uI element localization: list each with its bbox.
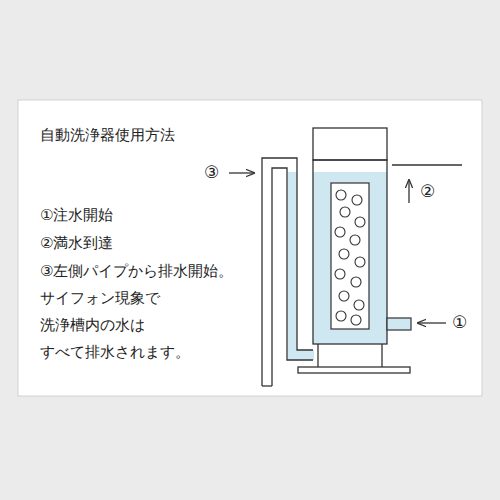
- siphon-water: [288, 172, 297, 360]
- basket-hole: [339, 249, 349, 259]
- stand-leg: [317, 344, 318, 367]
- siphon-pipe-inner: [272, 168, 313, 386]
- basket-hole: [336, 190, 346, 200]
- basket-hole: [355, 257, 365, 267]
- basket-hole: [336, 311, 346, 321]
- siphon-outlet: [262, 385, 272, 386]
- step-text: ①注水開始: [40, 202, 113, 229]
- basket: [331, 183, 369, 329]
- callout-number: ③: [204, 159, 219, 186]
- vessel-body: [313, 160, 387, 344]
- basket-hole: [352, 195, 362, 205]
- inlet-pipe: [387, 318, 411, 330]
- card: [18, 100, 482, 396]
- basket-hole: [354, 300, 364, 310]
- basket-hole: [335, 269, 345, 279]
- basket-hole: [335, 227, 345, 237]
- title: 自動洗浄器使用方法: [40, 122, 175, 149]
- basket-hole: [351, 277, 361, 287]
- arrow: [408, 180, 409, 203]
- callout-number: ②: [420, 178, 435, 205]
- step-text: ③左側パイプから排水開始。 サイフォン現象で 洗浄槽内の水は すべて排水されます…: [40, 258, 241, 366]
- basket-hole: [351, 315, 361, 325]
- base-plate: [298, 367, 410, 373]
- water-level-line: [392, 164, 462, 165]
- stand-leg: [381, 344, 382, 367]
- step-text: ②満水到達: [40, 230, 113, 257]
- vessel-water: [313, 172, 387, 344]
- siphon-water-bottom: [288, 350, 314, 360]
- basket-holes: [335, 190, 365, 325]
- basket-hole: [340, 207, 350, 217]
- basket-hole: [350, 235, 360, 245]
- callout-number: ①: [452, 309, 467, 336]
- basket-hole: [339, 291, 349, 301]
- siphon-pipe-outer: [262, 158, 313, 386]
- arrow: [418, 322, 446, 323]
- basket-hole: [355, 217, 365, 227]
- vessel-cap: [313, 128, 387, 160]
- arrow: [229, 172, 254, 173]
